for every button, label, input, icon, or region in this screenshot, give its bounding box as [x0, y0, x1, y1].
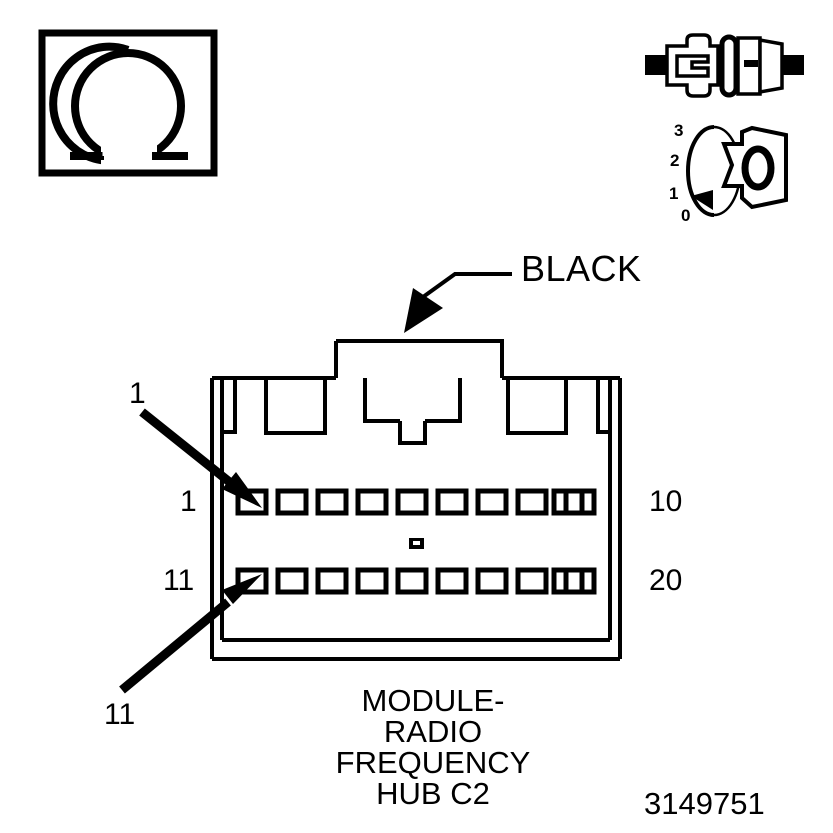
key-position-label-2: 2 [670, 151, 680, 170]
callout-label-pin-1: 1 [129, 377, 146, 410]
row-end-label-10: 10 [649, 485, 683, 518]
component-caption: MODULE- RADIO FREQUENCY HUB C2 [335, 683, 531, 811]
pin-row-bottom [235, 567, 597, 595]
connector-body [210, 339, 622, 661]
part-number: 3149751 [644, 786, 765, 821]
wire-color-leader [404, 272, 512, 333]
row-start-label-1: 1 [180, 485, 197, 518]
connector-plug-symbol [645, 33, 804, 98]
key-position-label-1: 1 [669, 184, 679, 203]
pin-row-top [235, 488, 597, 516]
callout-arrow-pin-1 [139, 408, 262, 508]
row-start-label-11: 11 [163, 564, 195, 597]
callout-arrow-pin-11 [119, 574, 262, 694]
wire-color-label: BLACK [521, 248, 642, 289]
omega-resistance-symbol [38, 29, 218, 177]
ignition-key-symbol [686, 125, 788, 217]
callout-label-pin-11: 11 [104, 698, 136, 731]
row-end-label-20: 20 [649, 564, 683, 597]
key-position-label-0: 0 [681, 206, 691, 225]
center-polarizing-mark [409, 538, 424, 549]
key-position-label-3: 3 [674, 121, 684, 140]
